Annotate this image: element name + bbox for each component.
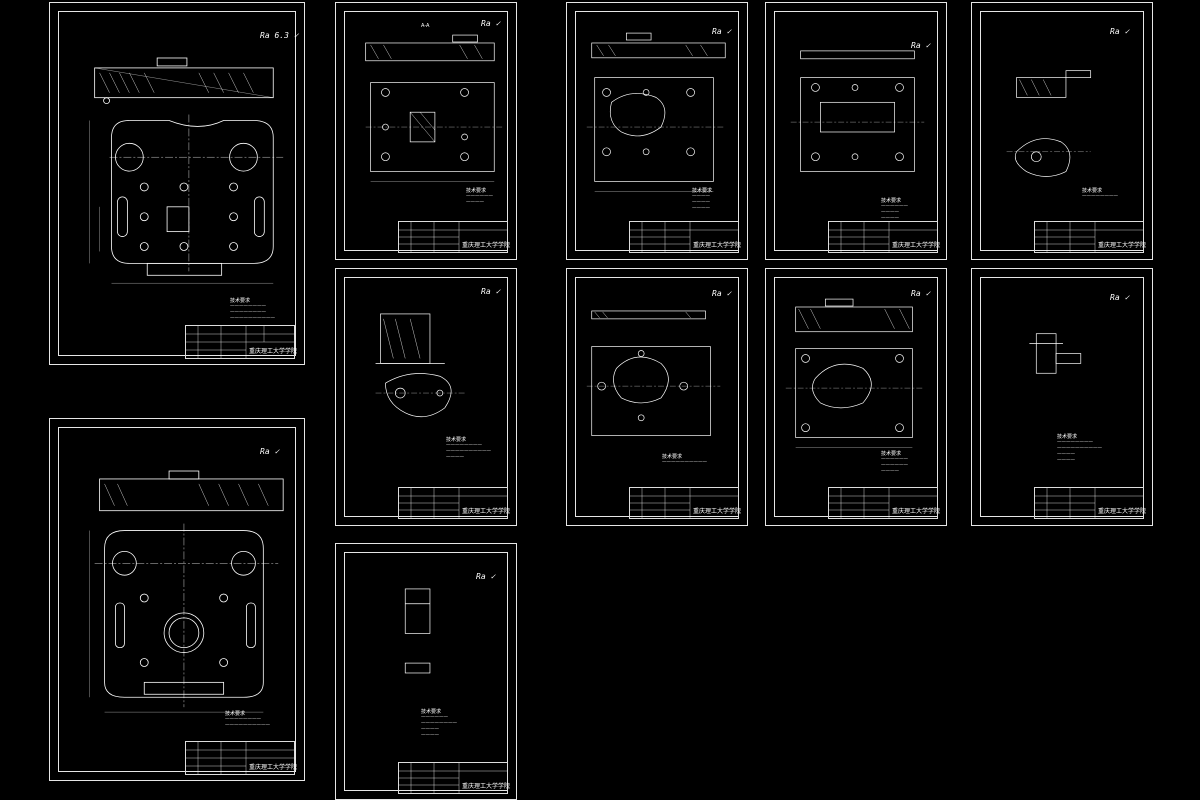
- technical-notes: 技术要求 ————————————: [692, 188, 713, 211]
- school-name: 重庆理工大学学院: [249, 764, 298, 771]
- drawing-sheet-7[interactable]: Ra ✓ 技术要求 —————————— 重庆理工大学学院: [566, 268, 748, 526]
- part-drawing: [785, 298, 925, 448]
- part-drawing: [1006, 70, 1092, 177]
- notes-title: 技术要求: [1057, 434, 1078, 440]
- title-block: 重庆理工大学学院: [1034, 221, 1147, 253]
- school-name: 重庆理工大学学院: [462, 242, 511, 249]
- school-name: 重庆理工大学学院: [462, 783, 511, 790]
- notes-title: 技术要求: [881, 198, 902, 204]
- part-drawing: [89, 57, 284, 284]
- technical-notes: 技术要求 ——————————————: [881, 198, 908, 221]
- technical-notes: 技术要求 ——————————————————————————: [1057, 434, 1102, 463]
- roughness-symbol: Ra ✓: [911, 289, 931, 298]
- sheet-frame: [980, 277, 1144, 517]
- section-label: A-A: [421, 23, 430, 29]
- sheet-frame: [575, 277, 739, 517]
- school-name: 重庆理工大学学院: [693, 508, 742, 515]
- technical-notes: 技术要求 ——————————————————————: [446, 437, 491, 460]
- technical-notes: 技术要求 ————————: [1082, 188, 1118, 199]
- roughness-symbol: Ra 6.3 ✓: [260, 31, 299, 40]
- sheet-frame: [58, 11, 296, 356]
- technical-notes: 技术要求 ——————————: [466, 188, 493, 205]
- technical-notes: 技术要求 ——————————————————————————: [230, 298, 275, 321]
- drawing-sheet-11[interactable]: Ra ✓ 技术要求 —————————————————————————— 重庆理…: [971, 268, 1153, 526]
- school-name: 重庆理工大学学院: [1098, 508, 1147, 515]
- technical-notes: 技术要求 ——————————————————————: [421, 709, 457, 738]
- notes-title: 技术要求: [881, 451, 902, 457]
- title-block: 重庆理工大学学院: [1034, 487, 1147, 519]
- drawing-sheet-4[interactable]: Ra ✓ 技术要求 —————————————————————— 重庆理工大学学…: [335, 268, 517, 526]
- notes-title: 技术要求: [225, 711, 246, 717]
- title-block: 重庆理工大学学院: [398, 762, 511, 794]
- drawing-sheet-1[interactable]: Ra 6.3 ✓ 技术要求 —————: [49, 2, 305, 365]
- part-drawing: [790, 50, 925, 172]
- notes-title: 技术要求: [662, 454, 683, 460]
- part-drawing: [1029, 333, 1082, 374]
- notes-title: 技术要求: [446, 437, 467, 443]
- part-drawing: [586, 32, 726, 192]
- technical-notes: 技术要求 ————————————————: [881, 451, 908, 474]
- notes-title: 技术要求: [421, 709, 442, 715]
- school-name: 重庆理工大学学院: [249, 348, 298, 355]
- notes-title: 技术要求: [466, 188, 487, 194]
- notes-title: 技术要求: [1082, 188, 1103, 194]
- title-block: 重庆理工大学学院: [398, 487, 511, 519]
- roughness-symbol: Ra ✓: [911, 41, 931, 50]
- school-name: 重庆理工大学学院: [892, 242, 941, 249]
- roughness-symbol: Ra ✓: [476, 572, 496, 581]
- school-name: 重庆理工大学学院: [1098, 242, 1147, 249]
- title-block: 重庆理工大学学院: [828, 487, 941, 519]
- part-drawing: [404, 588, 431, 674]
- roughness-symbol: Ra ✓: [1110, 293, 1130, 302]
- technical-notes: 技术要求 ——————————: [662, 454, 707, 465]
- part-drawing: [375, 313, 465, 418]
- school-name: 重庆理工大学学院: [892, 508, 941, 515]
- roughness-symbol: Ra ✓: [481, 287, 501, 296]
- sheet-frame: [575, 11, 739, 251]
- title-block: 重庆理工大学学院: [629, 487, 742, 519]
- drawing-sheet-2[interactable]: Ra ✓ 技术要求 —————————————————— 重庆理工大学学院: [49, 418, 305, 781]
- sheet-frame: [344, 277, 508, 517]
- part-drawing: [365, 34, 505, 182]
- sheet-frame: [774, 277, 938, 517]
- roughness-symbol: Ra ✓: [1110, 27, 1130, 36]
- title-block: 重庆理工大学学院: [828, 221, 941, 253]
- roughness-symbol: Ra ✓: [260, 447, 280, 456]
- sheet-frame: [774, 11, 938, 251]
- sheet-frame: [58, 427, 296, 772]
- title-block: 重庆理工大学学院: [629, 221, 742, 253]
- roughness-symbol: Ra ✓: [481, 19, 501, 28]
- technical-notes: 技术要求 ——————————————————: [225, 711, 270, 728]
- roughness-symbol: Ra ✓: [712, 289, 732, 298]
- drawing-sheet-10[interactable]: Ra ✓ 技术要求 ———————— 重庆理工大学学院: [971, 2, 1153, 260]
- title-block: 重庆理工大学学院: [185, 325, 298, 359]
- drawing-sheet-5[interactable]: Ra ✓ 技术要求 —————————————————————— 重庆理工大学学…: [335, 543, 517, 800]
- sheet-frame: [980, 11, 1144, 251]
- sheet-frame: [344, 552, 508, 791]
- title-block: 重庆理工大学学院: [398, 221, 511, 253]
- part-drawing: [586, 310, 721, 436]
- school-name: 重庆理工大学学院: [462, 508, 511, 515]
- drawing-sheet-9[interactable]: Ra ✓ 技术要求 ———————————————— 重庆理工大学学院: [765, 268, 947, 526]
- drawing-sheet-6[interactable]: Ra ✓ 技术要求 ———————————— 重庆理工大学学院: [566, 2, 748, 260]
- school-name: 重庆理工大学学院: [693, 242, 742, 249]
- roughness-symbol: Ra ✓: [712, 27, 732, 36]
- notes-title: 技术要求: [692, 188, 713, 194]
- notes-title: 技术要求: [230, 298, 251, 304]
- sheet-frame: [344, 11, 508, 251]
- title-block: 重庆理工大学学院: [185, 741, 298, 775]
- drawing-sheet-8[interactable]: Ra ✓ 技术要求 —————————————— 重庆理工大学学院: [765, 2, 947, 260]
- part-drawing: [89, 470, 284, 713]
- drawing-sheet-3[interactable]: A-A Ra ✓ 技术要求 —————————— 重庆理工大学学院: [335, 2, 517, 260]
